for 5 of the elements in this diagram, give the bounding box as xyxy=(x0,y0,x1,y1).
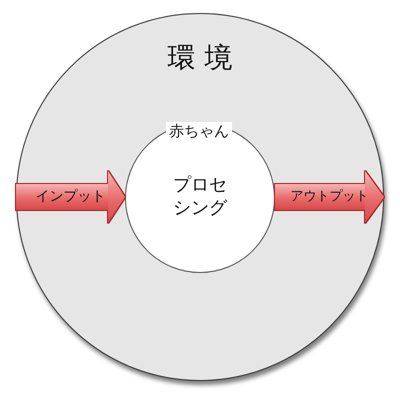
process-text: プロセシング xyxy=(172,174,228,220)
edge-label: インプット xyxy=(36,188,106,206)
circle-label: 赤ちゃん xyxy=(166,122,232,140)
edge-label: アウトプット xyxy=(290,189,368,205)
circle-title: 環 境 xyxy=(168,41,232,75)
